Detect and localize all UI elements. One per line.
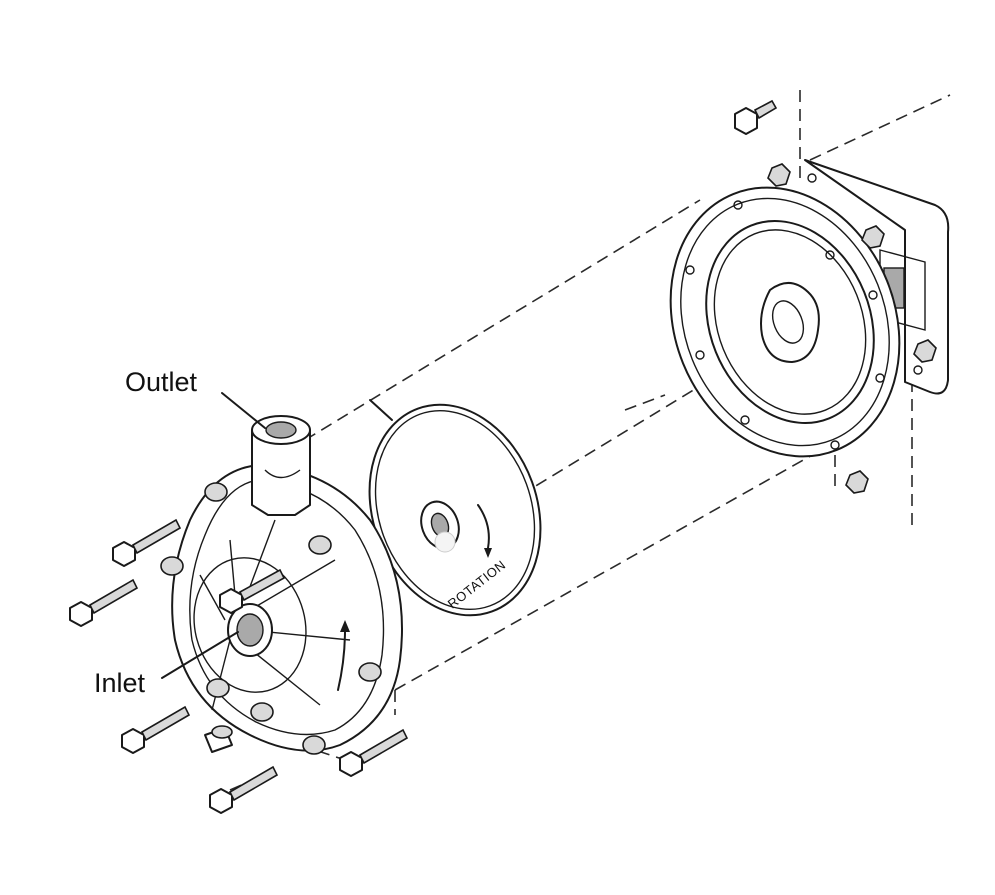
- housing-bolt: [339, 728, 409, 777]
- drain-plug: [204, 725, 233, 753]
- adapter-bolt: [734, 99, 778, 135]
- outlet-label: Outlet: [125, 367, 198, 397]
- housing-bolt: [121, 705, 191, 754]
- inlet-callout: Inlet: [94, 631, 239, 698]
- adapter-hex-nut: [767, 163, 937, 494]
- housing-bolt: [209, 765, 279, 814]
- housing-bolt: [112, 518, 182, 567]
- impeller: ROTATION: [368, 399, 542, 617]
- motor-adapter-plate: [669, 159, 950, 458]
- housing-bolt: [69, 578, 139, 627]
- outlet-callout: Outlet: [125, 367, 266, 429]
- inlet-label: Inlet: [94, 668, 146, 698]
- housing-bolt: [219, 568, 286, 614]
- pump-housing: [160, 415, 403, 755]
